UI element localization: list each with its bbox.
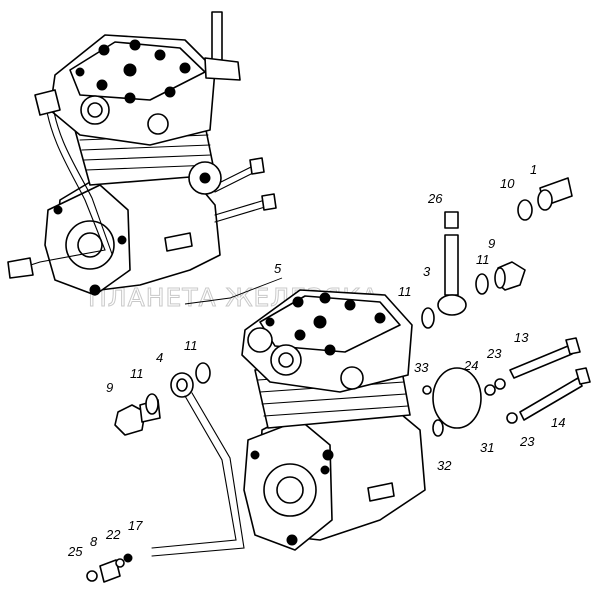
callout-11-c: 11 bbox=[184, 338, 198, 353]
washer-23-a bbox=[494, 378, 506, 390]
callout-9-a: 9 bbox=[488, 236, 495, 251]
callout-22: 22 bbox=[105, 527, 121, 542]
assembled-compressor bbox=[7, 11, 277, 296]
callout-13: 13 bbox=[514, 330, 529, 345]
bolt-14 bbox=[519, 367, 591, 421]
callout-5: 5 bbox=[274, 261, 282, 276]
callout-33: 33 bbox=[414, 360, 429, 375]
nut-17 bbox=[123, 553, 133, 563]
plug-9-right bbox=[494, 261, 526, 291]
washer-11-a bbox=[475, 273, 489, 295]
callout-26: 26 bbox=[427, 191, 443, 206]
nut-24 bbox=[484, 384, 496, 396]
gasket-31 bbox=[432, 367, 482, 429]
callout-24: 24 bbox=[463, 358, 478, 373]
callout-14: 14 bbox=[551, 415, 565, 430]
callout-11-d: 11 bbox=[130, 366, 144, 381]
washer-10 bbox=[517, 199, 533, 221]
banjo-tube-4 bbox=[151, 372, 245, 557]
callout-23-a: 23 bbox=[486, 346, 502, 361]
washer-22 bbox=[115, 558, 125, 568]
callout-3: 3 bbox=[423, 264, 431, 279]
callout-11-b: 11 bbox=[398, 284, 412, 299]
washer-11-b bbox=[421, 307, 435, 329]
callout-32: 32 bbox=[437, 458, 452, 473]
ring-32 bbox=[432, 419, 444, 437]
bolt-13 bbox=[509, 337, 581, 379]
callout-4: 4 bbox=[156, 350, 163, 365]
washer-11-d bbox=[195, 362, 211, 384]
callout-10: 10 bbox=[500, 176, 515, 191]
callout-9-b: 9 bbox=[106, 380, 113, 395]
cap-26 bbox=[444, 211, 459, 229]
callout-8: 8 bbox=[90, 534, 98, 549]
callout-31: 31 bbox=[480, 440, 494, 455]
exploded-compressor bbox=[241, 289, 426, 551]
pipe-3 bbox=[437, 234, 467, 316]
ring-33 bbox=[422, 385, 432, 395]
washer-25 bbox=[86, 570, 98, 582]
washer-23-b bbox=[506, 412, 518, 424]
callout-17: 17 bbox=[128, 518, 143, 533]
fitting-1 bbox=[537, 177, 573, 211]
callout-11-a: 11 bbox=[476, 252, 490, 267]
callout-23-b: 23 bbox=[519, 434, 535, 449]
washer-11-c bbox=[145, 393, 159, 415]
callout-1: 1 bbox=[530, 162, 537, 177]
flange-8 bbox=[99, 559, 121, 583]
callout-25: 25 bbox=[67, 544, 83, 559]
